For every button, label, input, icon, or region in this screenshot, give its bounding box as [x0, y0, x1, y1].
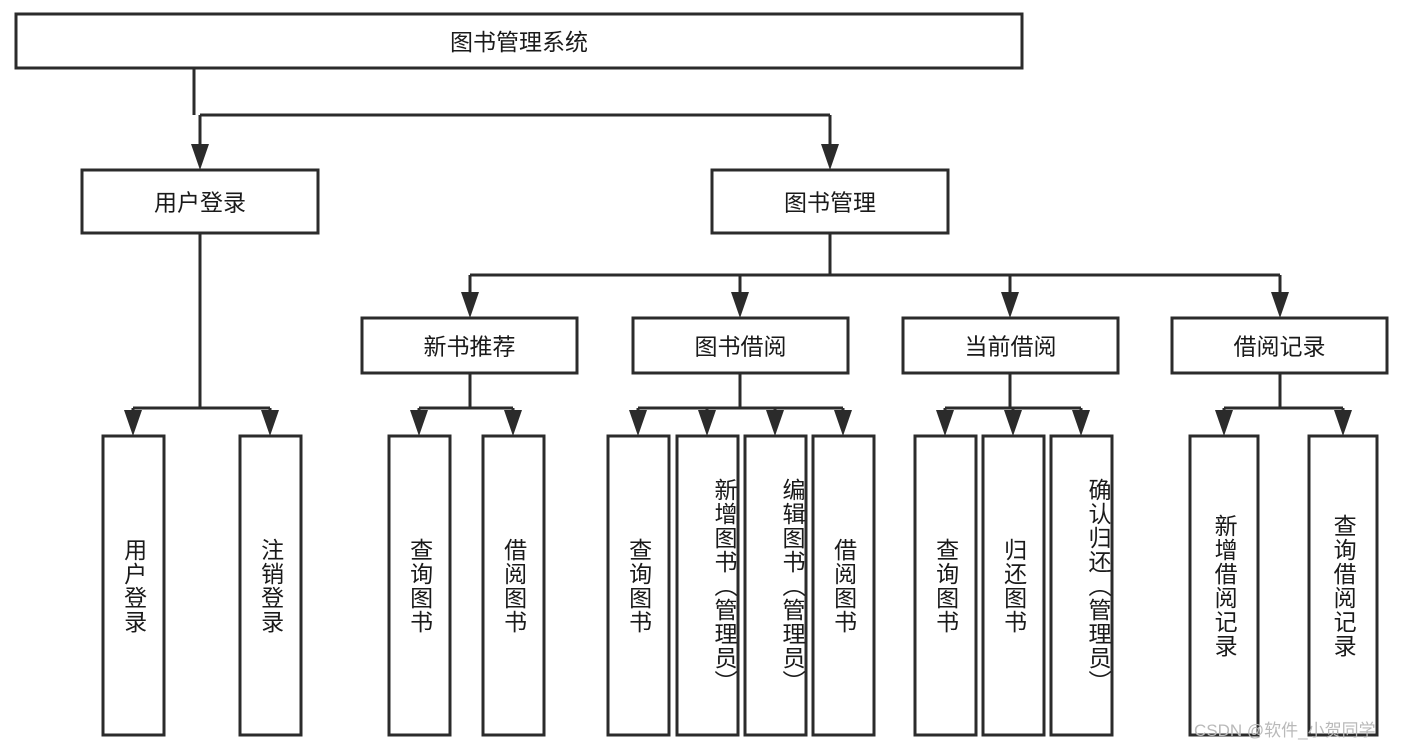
level3-node-2-label: 当前借阅	[965, 334, 1057, 360]
level2-node-0-label: 用户登录	[154, 190, 246, 216]
arrow-head-icon	[731, 292, 749, 318]
leaf-node-10-box[interactable]	[1049, 434, 1114, 737]
leaf-node-9-box[interactable]	[981, 434, 1046, 737]
arrow-head-icon	[1001, 292, 1019, 318]
level3-node-2-box[interactable]	[901, 316, 1120, 375]
arrow-head-icon	[124, 410, 142, 436]
arrow-head-icon	[1004, 410, 1022, 436]
leaf-node-0-box[interactable]	[101, 434, 166, 737]
root-node-tushuguanlixitong-label: 图书管理系统	[450, 29, 588, 55]
leaf-node-6-box[interactable]	[743, 434, 808, 737]
leaf-node-8-box[interactable]	[913, 434, 978, 737]
arrow-head-icon	[504, 410, 522, 436]
level3-node-0-label: 新书推荐	[424, 334, 516, 360]
level3-node-3-label: 借阅记录	[1234, 334, 1326, 360]
connectors-layer	[124, 68, 1352, 436]
arrow-head-icon	[1271, 292, 1289, 318]
arrow-head-icon	[191, 144, 209, 170]
level2-node-1-box[interactable]	[710, 168, 950, 235]
watermark-text: CSDN @软件_小贺同学	[1194, 721, 1376, 740]
root-node-tushuguanlixitong-box[interactable]	[14, 12, 1024, 70]
arrow-head-icon	[698, 410, 716, 436]
arrow-head-icon	[1334, 410, 1352, 436]
arrow-head-icon	[261, 410, 279, 436]
level3-node-1-box[interactable]	[631, 316, 850, 375]
arrow-head-icon	[936, 410, 954, 436]
leaf-node-11-box[interactable]	[1188, 434, 1260, 737]
arrow-head-icon	[821, 144, 839, 170]
arrow-head-icon	[1215, 410, 1233, 436]
level3-node-0-box[interactable]	[360, 316, 579, 375]
arrow-head-icon	[410, 410, 428, 436]
arrow-head-icon	[1072, 410, 1090, 436]
leaf-node-12-box[interactable]	[1307, 434, 1379, 737]
level3-node-3-box[interactable]	[1170, 316, 1389, 375]
level2-node-0-box[interactable]	[80, 168, 320, 235]
arrow-head-icon	[461, 292, 479, 318]
level3-node-1-label: 图书借阅	[695, 334, 787, 360]
level2-node-1-label: 图书管理	[784, 190, 876, 216]
leaf-node-4-box[interactable]	[606, 434, 671, 737]
arrow-head-icon	[834, 410, 852, 436]
leaf-node-7-box[interactable]	[811, 434, 876, 737]
leaf-node-5-box[interactable]	[675, 434, 740, 737]
arrow-head-icon	[766, 410, 784, 436]
leaf-node-3-box[interactable]	[481, 434, 546, 737]
arrow-head-icon	[629, 410, 647, 436]
leaf-node-1-box[interactable]	[238, 434, 303, 737]
leaf-node-2-box[interactable]	[387, 434, 452, 737]
